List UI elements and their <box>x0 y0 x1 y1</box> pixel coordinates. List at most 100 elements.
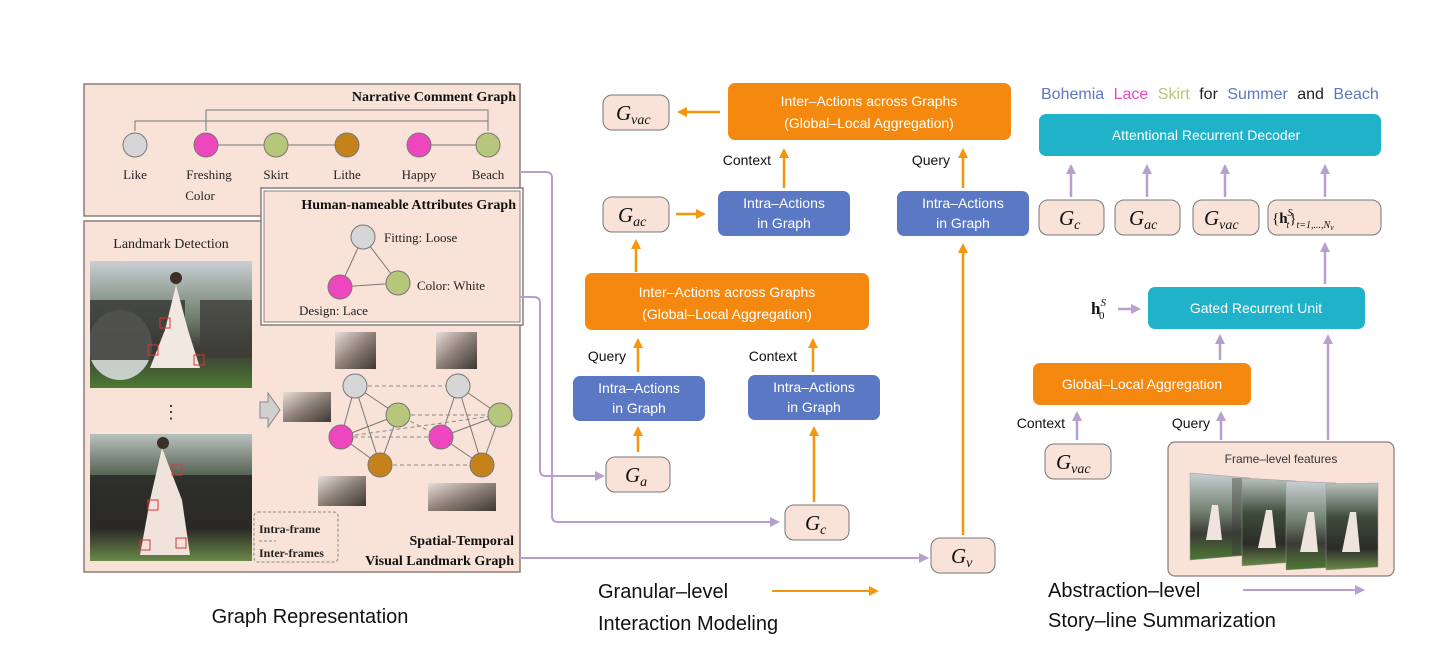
connector-narrative-to-gc <box>520 171 780 527</box>
attributes-graph-panel <box>263 190 521 323</box>
node-beach <box>475 132 501 158</box>
title-word: Skirt <box>1158 86 1191 103</box>
query-label-top: Query <box>912 152 950 168</box>
context-label-right: Context <box>1017 415 1065 431</box>
intra-actions-box-gc <box>748 375 880 420</box>
intra-actions-box-gac <box>718 191 850 236</box>
frame-features-label: Frame–level features <box>1225 452 1338 466</box>
node-happy <box>406 132 432 158</box>
video-frame-photo <box>88 261 252 388</box>
legend-intra-frame: Intra-frame <box>259 522 321 536</box>
narrative-bracket-lower <box>205 109 489 131</box>
intra-gv-line1: Intra–Actions <box>922 195 1004 211</box>
landmark-crop <box>283 392 331 422</box>
landmark-node-green <box>487 402 513 428</box>
intra-gac-line2: in Graph <box>757 215 811 231</box>
granular-section: Gvac Inter–Actions across Graphs (Global… <box>573 83 1029 635</box>
label-design: Design: Lace <box>299 303 368 318</box>
graph-representation-caption: Graph Representation <box>212 606 409 628</box>
gv-node <box>930 537 996 574</box>
landmark-node-green <box>385 402 411 428</box>
attentional-decoder-box <box>1039 114 1381 156</box>
gvac-symbol-right: Gvac <box>1204 206 1239 233</box>
landmark-node-pink <box>428 424 454 450</box>
label-beach: Beach <box>472 167 505 182</box>
landmark-crop <box>428 483 496 511</box>
decoder-input-arrows <box>1066 164 1330 197</box>
purple-connectors <box>520 171 929 563</box>
gac-node-right <box>1114 199 1181 236</box>
intra-gac-line1: Intra–Actions <box>743 195 825 211</box>
ga-symbol: Ga <box>625 463 647 490</box>
query-label-right: Query <box>1172 415 1210 431</box>
gvac-node-right <box>1192 199 1260 236</box>
landmark-node-gray <box>445 373 471 399</box>
intra-actions-box-ga <box>573 376 705 421</box>
node-freshing-color <box>193 132 219 158</box>
narrative-bracket-upper <box>134 120 489 131</box>
node-design <box>327 274 353 300</box>
landmark-flow-arrow <box>259 391 281 429</box>
gvac-symbol-bottom: Gvac <box>1056 450 1091 477</box>
landmark-graph-title-1: Spatial-Temporal <box>410 534 515 549</box>
intra-gc-line1: Intra–Actions <box>773 379 855 395</box>
context-label-top: Context <box>723 152 771 168</box>
gvac-node-bottom <box>1044 443 1112 480</box>
intra-ga-line1: Intra–Actions <box>598 380 680 396</box>
gv-symbol: Gv <box>951 544 973 571</box>
landmark-node-pink <box>328 424 354 450</box>
gru-label: Gated Recurrent Unit <box>1190 300 1322 316</box>
inter-actions-top-line2: (Global–Local Aggregation) <box>784 115 954 131</box>
label-happy: Happy <box>402 167 437 182</box>
landmark-crop <box>436 332 477 369</box>
abstraction-section: Bohemia Lace Skirt for Summer and Beach … <box>1017 86 1395 632</box>
node-skirt <box>263 132 289 158</box>
legend-inter-frames: Inter-frames <box>259 546 324 560</box>
frame-stack <box>1189 472 1379 571</box>
gc-symbol: Gc <box>805 511 827 538</box>
title-word: Lace <box>1114 86 1149 103</box>
gc-node-right <box>1038 199 1105 236</box>
gac-symbol-middle: Gac <box>618 203 647 230</box>
graph-representation-section: Narrative Comment Graph Like Freshing Co… <box>83 83 524 628</box>
title-word: Beach <box>1333 86 1378 103</box>
ga-node <box>605 456 671 493</box>
decoder-label: Attentional Recurrent Decoder <box>1112 127 1301 143</box>
label-freshing: Freshing <box>186 167 232 182</box>
attributes-graph-title: Human-nameable Attributes Graph <box>301 198 516 213</box>
intra-ga-line2: in Graph <box>612 400 666 416</box>
label-like: Like <box>123 167 147 182</box>
frames-ellipsis: ⋮ <box>162 402 180 422</box>
node-like <box>122 132 148 158</box>
global-local-aggregation-box <box>1033 363 1251 405</box>
granular-caption-line2: Interaction Modeling <box>598 613 778 635</box>
inter-actions-mid-line1: Inter–Actions across Graphs <box>639 284 816 300</box>
gc-symbol-right: Gc <box>1059 206 1081 233</box>
gvac-symbol-middle: Gvac <box>616 101 651 128</box>
gac-node-middle <box>602 196 670 233</box>
inter-actions-box-top <box>728 83 1011 140</box>
gc-node <box>784 504 850 541</box>
abstraction-caption-line2: Story–line Summarization <box>1048 610 1276 632</box>
node-lithe <box>334 132 360 158</box>
title-word: Bohemia <box>1041 86 1104 103</box>
inter-actions-mid-line2: (Global–Local Aggregation) <box>642 306 812 322</box>
title-word: Summer <box>1227 86 1288 103</box>
label-lithe: Lithe <box>333 167 361 182</box>
edge-legend-box <box>253 511 339 563</box>
generated-title: Bohemia Lace Skirt for Summer and Beach <box>1041 86 1379 103</box>
gac-symbol-right: Gac <box>1129 206 1158 233</box>
label-color-white: Color: White <box>417 278 485 293</box>
node-color-white <box>385 270 411 296</box>
node-fitting <box>350 224 376 250</box>
gated-recurrent-unit-box <box>1148 287 1365 329</box>
intra-actions-box-gv <box>897 191 1029 236</box>
hidden-states-node <box>1267 199 1382 236</box>
abstraction-caption-line1: Abstraction–level <box>1048 580 1200 602</box>
landmark-graph-title-2: Visual Landmark Graph <box>365 554 514 569</box>
inter-actions-top-line1: Inter–Actions across Graphs <box>781 93 958 109</box>
landmark-crop <box>335 332 376 369</box>
landmark-crop <box>318 476 366 506</box>
